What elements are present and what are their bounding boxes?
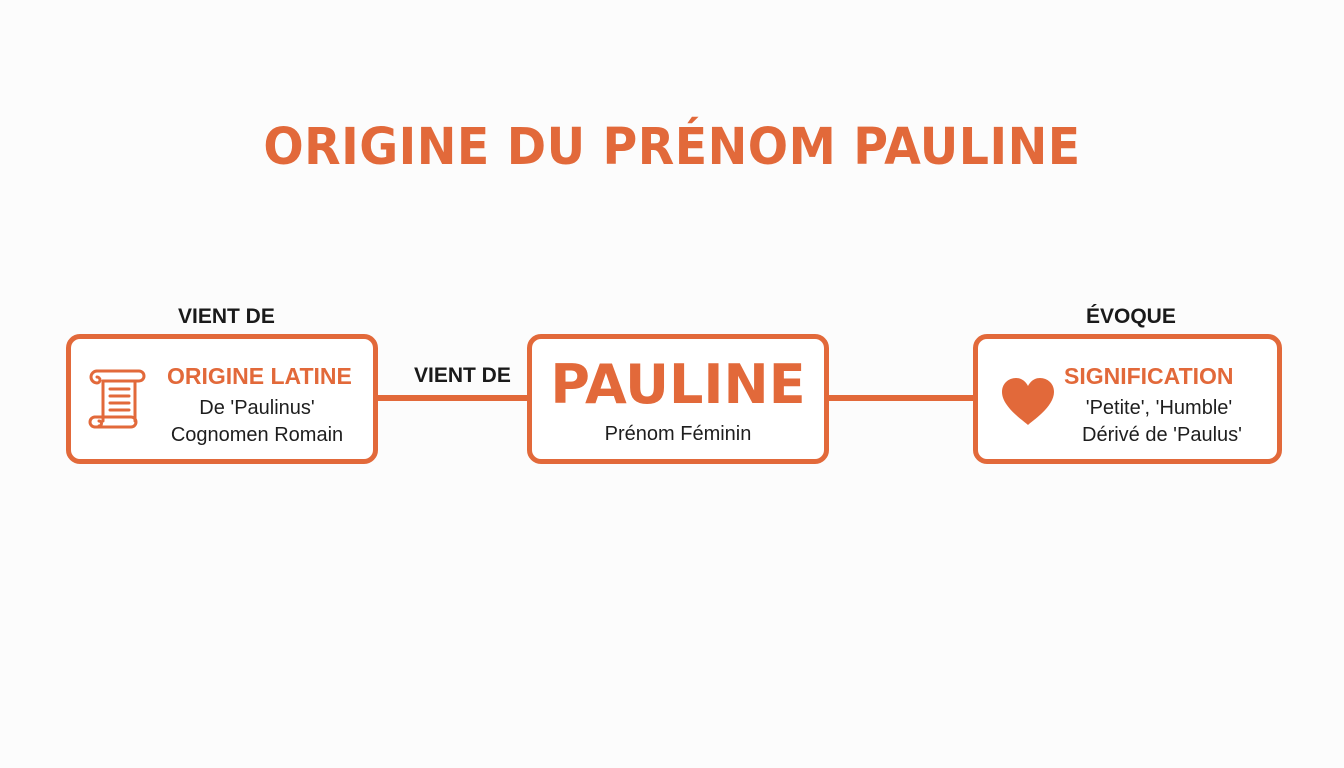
connector-center-right [823, 395, 978, 401]
left-node-line-2: Cognomen Romain [170, 424, 344, 446]
scroll-icon [88, 369, 146, 429]
node-origine-latine: ORIGINE LATINE De 'Paulinus' Cognomen Ro… [66, 334, 378, 464]
edge-label-left-center: VIENT DE [414, 364, 511, 387]
node-pauline: PAULINE Prénom Féminin [527, 334, 829, 464]
right-node-heading: SIGNIFICATION [1064, 363, 1234, 389]
center-node-heading: PAULINE [550, 353, 806, 416]
left-node-heading: ORIGINE LATINE [167, 363, 352, 389]
node-signification: SIGNIFICATION 'Petite', 'Humble' Dérivé … [973, 334, 1282, 464]
right-node-line-2: Dérivé de 'Paulus' [1082, 424, 1242, 446]
diagram-title: ORIGINE DU PRÉNOM PAULINE [263, 118, 1081, 177]
right-node-top-label: ÉVOQUE [1086, 305, 1176, 328]
right-node-line-1: 'Petite', 'Humble' [1085, 397, 1233, 419]
connector-left-center [372, 395, 532, 401]
left-node-line-1: De 'Paulinus' [199, 397, 315, 419]
left-node-top-label: VIENT DE [178, 305, 275, 328]
center-node-line-1: Prénom Féminin [604, 423, 752, 445]
heart-icon [1002, 378, 1054, 425]
